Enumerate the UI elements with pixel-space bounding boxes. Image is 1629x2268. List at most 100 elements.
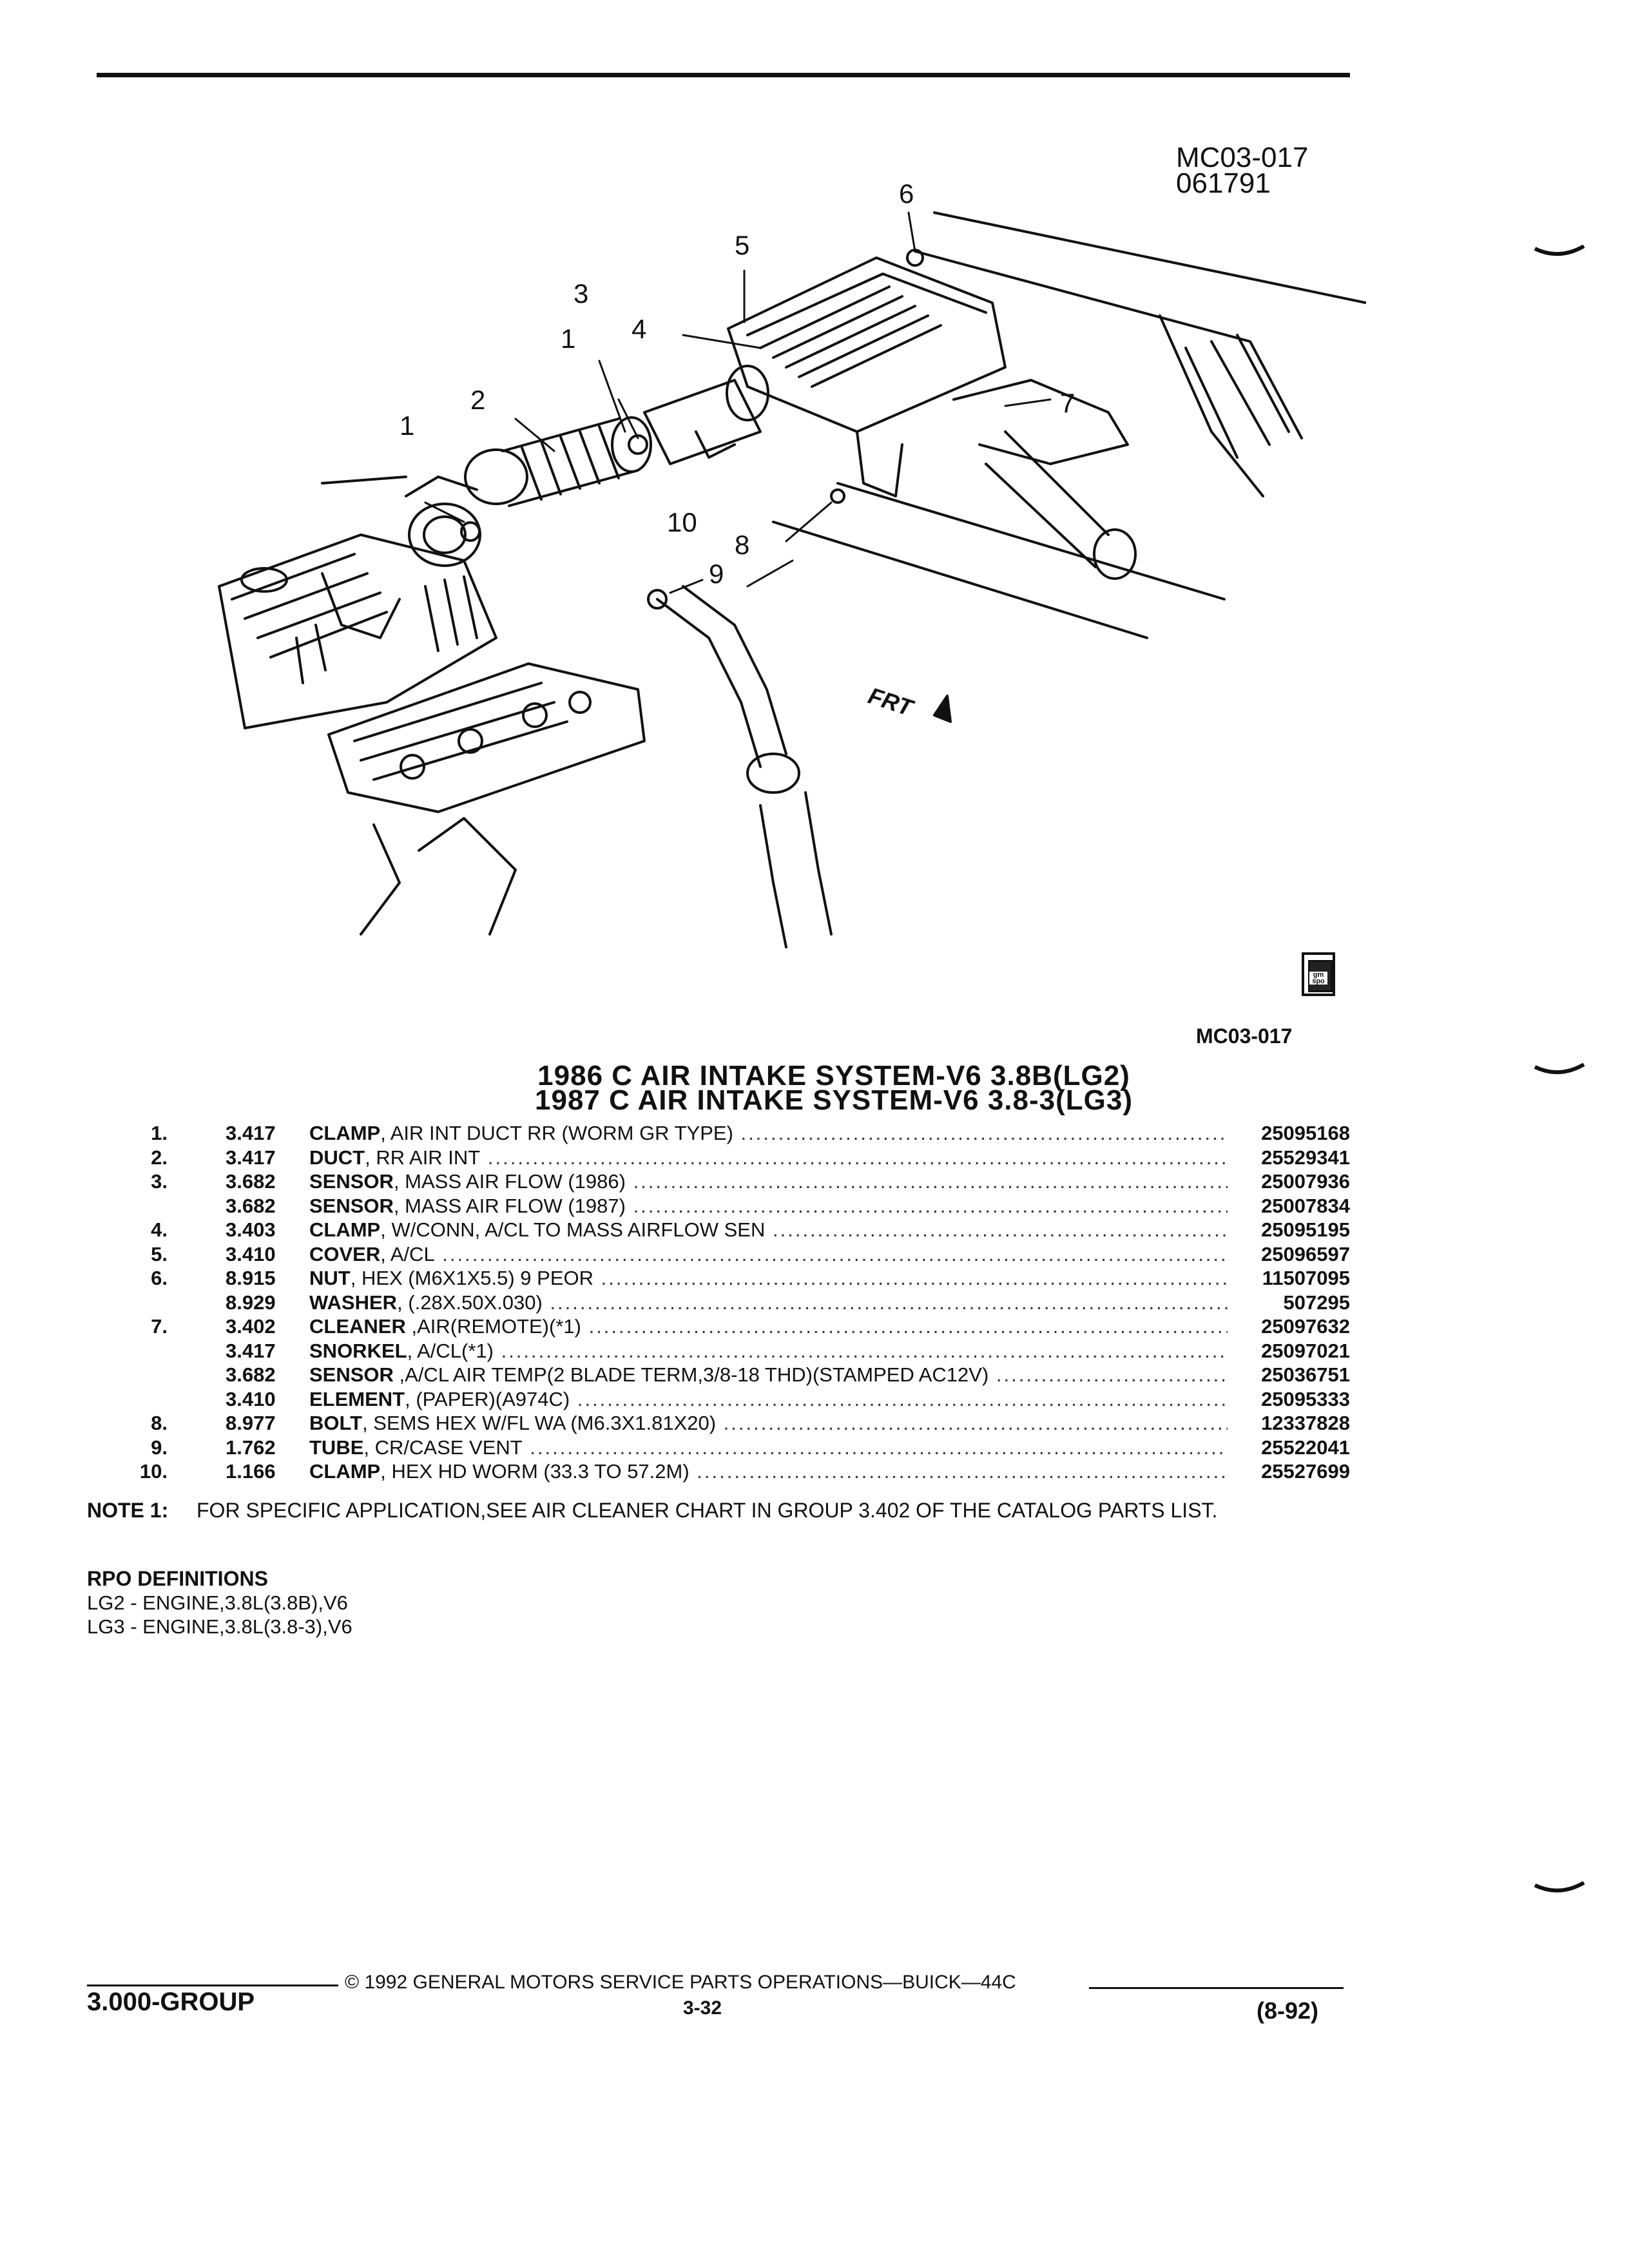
part-description: , MASS AIR FLOW (1987) [393, 1194, 626, 1217]
part-number: 25007834 [1261, 1194, 1350, 1217]
part-description: , HEX HD WORM (33.3 TO 57.2M) [380, 1460, 689, 1483]
rpo-definition: LG2 - ENGINE,3.8L(3.8B),V6 [87, 1591, 348, 1614]
part-number: 25097021 [1261, 1339, 1350, 1362]
footer-copyright: © 1992 GENERAL MOTORS SERVICE PARTS OPER… [345, 1972, 1016, 1993]
footer-group: 3.000-GROUP [87, 1988, 255, 2016]
footer-date: (8-92) [1257, 1997, 1319, 2024]
part-group: 8.977 [226, 1412, 276, 1434]
callout-5: 5 [735, 230, 749, 260]
part-group: 3.417 [226, 1146, 276, 1169]
gm-spo-logo-icon: gm spo [1302, 952, 1335, 996]
part-description: , A/CL(*1) [407, 1339, 494, 1362]
binding-mark-icon [1534, 245, 1585, 256]
note-label: NOTE 1: [87, 1499, 169, 1522]
part-description: ,A/CL AIR TEMP(2 BLADE TERM,3/8-18 THD)(… [393, 1363, 989, 1386]
parts-row: 6. 8.915 NUT, HEX (M6X1X5.5) 9 PEOR ....… [87, 1266, 1350, 1291]
parts-row: 3.410 ELEMENT, (PAPER)(A974C) ..........… [226, 1387, 1350, 1410]
part-group: 3.417 [226, 1122, 276, 1144]
callout-4: 4 [631, 314, 646, 344]
parts-row: 3. 3.682 SENSOR, MASS AIR FLOW (1986) ..… [87, 1169, 1350, 1194]
part-group: 3.682 [226, 1363, 276, 1386]
engine-plenum-drawing [218, 533, 497, 729]
part-number: 12337828 [1261, 1412, 1350, 1434]
part-group: 3.682 [226, 1170, 276, 1193]
parts-row: 3.417 SNORKEL, A/CL(*1) ................… [226, 1339, 1350, 1362]
callout-1-upper: 1 [561, 323, 575, 354]
parts-row: 8. 8.977 BOLT, SEMS HEX W/FL WA (M6.3X1.… [87, 1411, 1350, 1436]
footer-rule-left [87, 1984, 338, 1986]
front-arrow-icon [933, 695, 952, 723]
crankcase-vent-tube-drawing [656, 585, 833, 948]
parts-list: 1. 3.417 CLAMP, AIR INT DUCT RR (WORM GR… [87, 1121, 1350, 1484]
parts-row: 7. 3.402 CLEANER ,AIR(REMOTE)(*1) ......… [87, 1314, 1350, 1339]
part-number: 25096597 [1261, 1242, 1350, 1265]
part-group: 3.417 [226, 1339, 276, 1362]
throttle-body-drawing [321, 476, 481, 567]
part-group: 3.682 [226, 1194, 276, 1217]
part-name: BOLT [309, 1412, 363, 1434]
diagram-id: MC03-017 061791 [1176, 142, 1309, 198]
part-item-number: 2. [151, 1146, 168, 1169]
part-item-number: 10. [139, 1460, 168, 1483]
page-title-1986: 1986 C AIR INTAKE SYSTEM-V6 3.8B(LG2) [537, 1060, 1130, 1091]
clamp-10-drawing [647, 589, 668, 610]
front-label: FRT [865, 682, 918, 722]
part-description: , AIR INT DUCT RR (WORM GR TYPE) [380, 1122, 733, 1144]
parts-row: 5. 3.410 COVER, A/CL ...................… [87, 1242, 1350, 1267]
part-item-number: 3. [151, 1170, 168, 1193]
part-name: SENSOR [309, 1363, 394, 1386]
callout-1-lower: 1 [400, 410, 414, 441]
part-number: 25097632 [1261, 1315, 1350, 1338]
rpo-heading: RPO DEFINITIONS [87, 1567, 268, 1590]
part-number: 25036751 [1261, 1363, 1350, 1386]
part-description: , A/CL [380, 1242, 435, 1265]
part-name: SNORKEL [309, 1339, 407, 1362]
part-group: 1.762 [226, 1436, 276, 1459]
part-number: 25522041 [1261, 1436, 1350, 1459]
part-group: 3.403 [226, 1218, 276, 1241]
callout-2: 2 [470, 385, 485, 415]
parts-row: 4. 3.403 CLAMP, W/CONN, A/CL TO MASS AIR… [87, 1218, 1350, 1242]
part-number: 25095333 [1261, 1387, 1350, 1410]
part-description: , HEX (M6X1X5.5) 9 PEOR [350, 1267, 594, 1289]
footer-rule-right [1089, 1987, 1344, 1989]
part-name: TUBE [309, 1436, 364, 1459]
callout-6: 6 [899, 178, 914, 209]
part-group: 3.410 [226, 1387, 276, 1410]
part-item-number: 9. [151, 1436, 168, 1459]
part-item-number: 7. [151, 1315, 168, 1338]
parts-row: 1. 3.417 CLAMP, AIR INT DUCT RR (WORM GR… [87, 1121, 1350, 1146]
part-name: CLAMP [309, 1218, 381, 1241]
part-name: DUCT [309, 1146, 365, 1169]
part-description: , CR/CASE VENT [363, 1436, 523, 1459]
binding-mark-icon [1534, 1881, 1585, 1892]
rpo-definition: LG3 - ENGINE,3.8L(3.8-3),V6 [87, 1615, 352, 1638]
part-description: , (.28X.50X.030) [397, 1291, 543, 1314]
bolt-8-drawing [830, 488, 845, 504]
part-description: ,AIR(REMOTE)(*1) [405, 1315, 581, 1338]
part-group: 1.166 [226, 1460, 276, 1483]
part-item-number: 4. [151, 1218, 168, 1241]
valve-cover-drawing [327, 662, 646, 936]
air-cleaner-housing-drawing [727, 256, 1137, 580]
diagram-id-code: MC03-017 [1176, 142, 1309, 173]
part-description: , SEMS HEX W/FL WA (M6.3X1.81X20) [362, 1412, 717, 1434]
part-number: 25095195 [1261, 1218, 1350, 1241]
part-number: 25529341 [1261, 1146, 1350, 1169]
binding-mark-icon [1534, 1063, 1585, 1074]
clamp-1-lower-drawing [460, 521, 481, 542]
parts-row: 10. 1.166 CLAMP, HEX HD WORM (33.3 TO 57… [87, 1459, 1350, 1484]
part-group: 3.410 [226, 1242, 276, 1265]
figure-reference: MC03-017 [1196, 1024, 1293, 1048]
page-title-1987: 1987 C AIR INTAKE SYSTEM-V6 3.8-3(LG3) [535, 1084, 1133, 1116]
part-name: ELEMENT [309, 1387, 405, 1410]
callout-7: 7 [1060, 388, 1075, 418]
part-name: CLEANER [309, 1315, 406, 1338]
parts-row: 8.929 WASHER, (.28X.50X.030) ...........… [226, 1291, 1350, 1314]
clamp-1-upper-drawing [628, 434, 648, 455]
rear-air-duct-drawing [464, 416, 652, 507]
air-intake-exploded-diagram: 1 2 3 1 4 5 6 7 8 9 10 FRT [218, 178, 1366, 948]
part-number: 507295 [1283, 1291, 1350, 1314]
part-name: SENSOR [309, 1170, 394, 1193]
part-item-number: 6. [151, 1267, 168, 1289]
